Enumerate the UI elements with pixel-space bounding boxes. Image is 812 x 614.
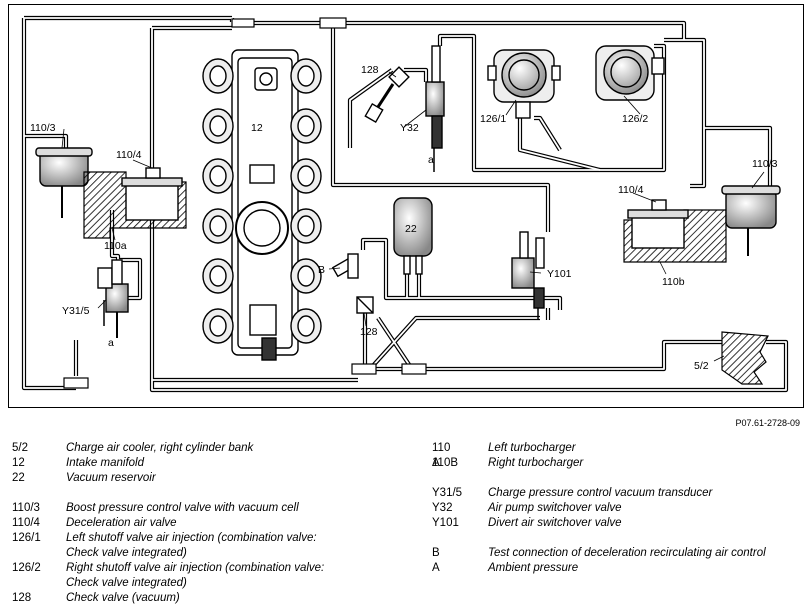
legend-description: Right turbocharger	[488, 457, 584, 469]
legend-description: Check valve integrated)	[66, 547, 187, 559]
vacuum-diagram: 128 12 110/3 110/4 110a Y32 a 126/1 126/…	[21, 15, 789, 393]
label-a-y32: a	[428, 154, 434, 166]
legend-key: 126/1	[12, 532, 41, 544]
label-b: B	[318, 264, 325, 276]
divert-air-switchover-valve	[511, 231, 545, 320]
legend-key: 5/2	[12, 442, 28, 454]
legend-description: Test connection of deceleration recircul…	[488, 547, 766, 559]
connector-top	[231, 18, 255, 28]
t-fittings	[63, 17, 427, 389]
left-shutoff-valve-air-injection	[487, 49, 561, 119]
t-fitting-bottom-left	[63, 377, 89, 389]
label-128-top: 128	[361, 64, 379, 76]
test-connection-b	[331, 253, 359, 279]
t-fitting-bottom-2	[401, 363, 427, 375]
legend-description: Deceleration air valve	[66, 517, 177, 529]
legend-key: 12	[12, 457, 25, 469]
label-y32: Y32	[400, 122, 419, 134]
label-5-2: 5/2	[694, 360, 709, 372]
legend-description: Left shutoff valve air injection (combin…	[66, 532, 317, 544]
label-110-3-right: 110/3	[752, 158, 778, 170]
legend-description: Divert air switchover valve	[488, 517, 622, 529]
label-110b: 110b	[662, 276, 685, 288]
deceleration-air-valve-right	[627, 199, 689, 249]
legend-description: Check valve integrated)	[66, 577, 187, 589]
legend-key: B	[432, 547, 440, 559]
component-labels: 128 12 110/3 110/4 110a Y32 a 126/1 126/…	[30, 64, 778, 372]
legend-description: Intake manifold	[66, 457, 144, 469]
legend-description: Ambient pressure	[488, 562, 579, 574]
legend-description: Charge pressure control vacuum transduce…	[488, 487, 713, 499]
deceleration-air-valve-left	[121, 167, 183, 221]
legend-key: 110 A	[432, 442, 451, 469]
label-110-4-right: 110/4	[618, 184, 644, 196]
label-a-y31: a	[108, 337, 114, 349]
label-126-2: 126/2	[622, 113, 648, 125]
label-y31-5: Y31/5	[62, 305, 90, 317]
right-shutoff-valve-air-injection	[595, 45, 665, 101]
legend-description: Right shutoff valve air injection (combi…	[66, 562, 325, 574]
legend-description: Check valve (vacuum)	[66, 592, 180, 604]
legend-description: Air pump switchover valve	[488, 502, 622, 514]
charge-pressure-vacuum-transducer	[97, 259, 129, 338]
label-110-3-left: 110/3	[30, 122, 56, 134]
boost-pressure-control-valve-right	[721, 185, 781, 256]
legend-key: 126/2	[12, 562, 41, 574]
legend-key: 128	[12, 592, 32, 604]
label-110-4-left: 110/4	[116, 149, 142, 161]
legend-description: Left turbocharger	[488, 442, 576, 454]
intake-manifold	[202, 49, 322, 361]
charge-air-cooler	[721, 331, 769, 385]
legend-key: A	[432, 562, 440, 574]
label-y101: Y101	[547, 268, 572, 280]
label-128-lower: 128	[360, 326, 378, 338]
legend-key: 110/3	[12, 502, 40, 514]
check-valve-lower	[356, 296, 374, 314]
label-110a: 110a	[104, 240, 127, 252]
air-pump-switchover-valve	[425, 45, 445, 172]
vacuum-reservoir	[393, 197, 433, 275]
boost-pressure-control-valve-left	[35, 147, 93, 218]
legend-key: Y101	[432, 517, 459, 529]
legend-key: 22	[12, 472, 25, 484]
t-fitting-top	[319, 17, 347, 29]
leader-lines	[61, 71, 765, 362]
label-12: 12	[251, 122, 263, 134]
legend-description: Vacuum reservoir	[66, 472, 156, 484]
legend-description: Boost pressure control valve with vacuum…	[66, 502, 299, 514]
legend-key: Y32	[432, 502, 453, 514]
label-126-1: 126/1	[480, 113, 506, 125]
diagram-frame	[8, 4, 804, 408]
label-22: 22	[405, 223, 417, 235]
t-fitting-bottom-1	[351, 363, 377, 375]
legend-key: 110B	[432, 457, 459, 469]
figure-code: P07.61-2728-09	[735, 418, 800, 428]
legend-key: 110/4	[12, 517, 40, 529]
legend-key: Y31/5	[432, 487, 463, 499]
check-valve-top	[364, 66, 410, 124]
legend-description: Charge air cooler, right cylinder bank	[66, 442, 254, 454]
